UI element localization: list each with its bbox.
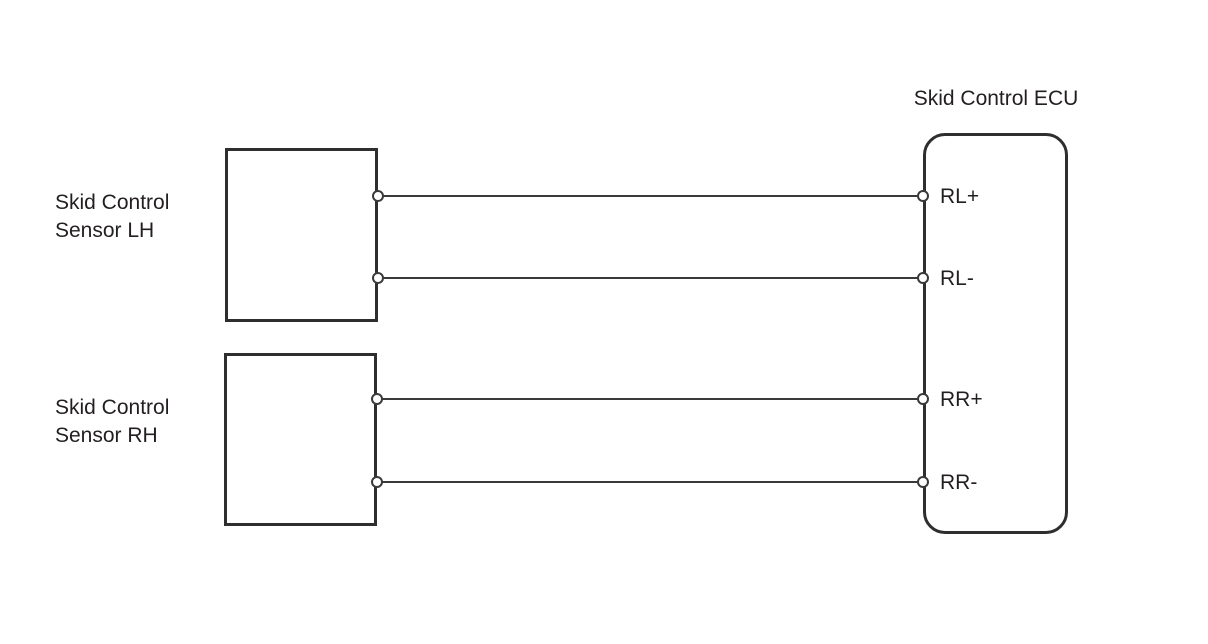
wire-rr-plus	[378, 398, 924, 400]
wire-rl-plus	[378, 195, 924, 197]
pin-label-rr-plus: RR+	[940, 388, 983, 411]
wire-rr-minus	[378, 481, 924, 483]
pin-label-rl-plus: RL+	[940, 185, 980, 208]
sensor-lh-label: Skid Control Sensor LH	[55, 189, 169, 245]
terminal-sensor-rh-bottom	[371, 476, 383, 488]
pin-label-rr-minus: RR-	[940, 471, 978, 494]
sensor-rh-box	[224, 353, 377, 526]
terminal-sensor-rh-top	[371, 393, 383, 405]
sensor-lh-label-line2: Sensor LH	[55, 219, 155, 242]
terminal-ecu-rr-plus	[917, 393, 929, 405]
terminal-sensor-lh-top	[372, 190, 384, 202]
pin-label-rl-minus: RL-	[940, 267, 974, 290]
sensor-lh-label-line1: Skid Control	[55, 191, 170, 214]
ecu-title: Skid Control ECU	[913, 87, 1079, 110]
sensor-rh-label-line1: Skid Control	[55, 396, 170, 419]
terminal-ecu-rl-minus	[917, 272, 929, 284]
sensor-rh-label: Skid Control Sensor RH	[55, 394, 169, 450]
sensor-rh-label-line2: Sensor RH	[55, 424, 158, 447]
terminal-ecu-rl-plus	[917, 190, 929, 202]
terminal-ecu-rr-minus	[917, 476, 929, 488]
sensor-lh-box	[225, 148, 378, 322]
wire-rl-minus	[378, 277, 924, 279]
ecu-box	[923, 133, 1068, 534]
terminal-sensor-lh-bottom	[372, 272, 384, 284]
